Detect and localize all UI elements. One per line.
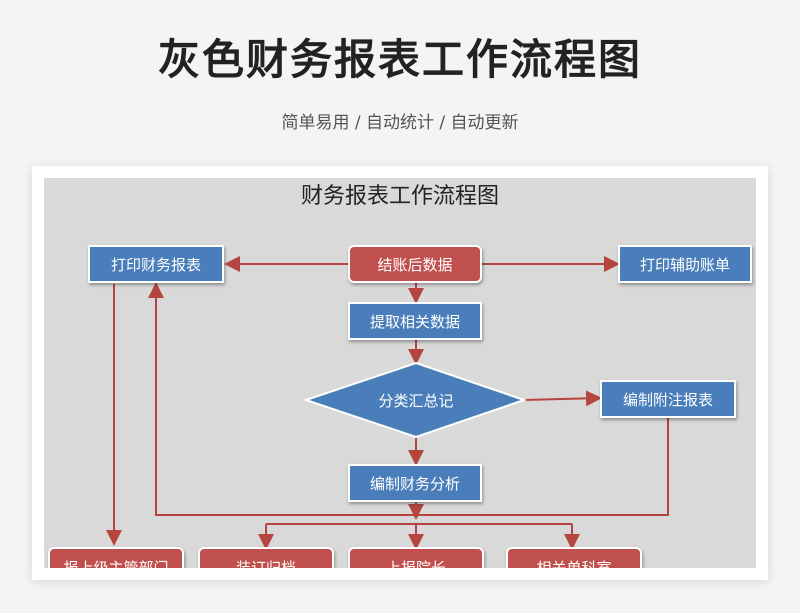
connector-layer	[106, 256, 669, 550]
node-binding: 装订归档	[198, 547, 334, 568]
node-extract: 提取相关数据	[348, 302, 482, 340]
node-submit-dean: 上报院长	[348, 547, 484, 568]
node-notes: 编制附注报表	[600, 380, 736, 418]
node-post-close: 结账后数据	[348, 245, 482, 283]
node-classify-label: 分类汇总记	[378, 391, 454, 410]
node-analysis: 编制财务分析	[348, 464, 482, 502]
arrow-classify-to-notes	[523, 390, 602, 407]
node-print-report: 打印财务报表	[88, 245, 224, 283]
page-title: 灰色财务报表工作流程图	[157, 35, 642, 84]
page-subtitle: 简单易用 / 自动统计 / 自动更新	[281, 113, 519, 133]
arrow-notes-feedback	[148, 282, 669, 516]
node-related-dept: 相关单科室	[506, 547, 642, 568]
node-submit-superior: 报上级主管部门	[48, 547, 184, 568]
diagram-title: 财务报表工作流程图	[300, 184, 499, 209]
classify-diamond	[302, 361, 528, 439]
diagram-canvas: 财务报表工作流程图 打印财务报表 结账后数据 打印辅助账单 提取相关数据 分类汇…	[44, 178, 756, 568]
diagram-card: 财务报表工作流程图 打印财务报表 结账后数据 打印辅助账单 提取相关数据 分类汇…	[32, 166, 768, 580]
node-print-aux: 打印辅助账单	[618, 245, 752, 283]
